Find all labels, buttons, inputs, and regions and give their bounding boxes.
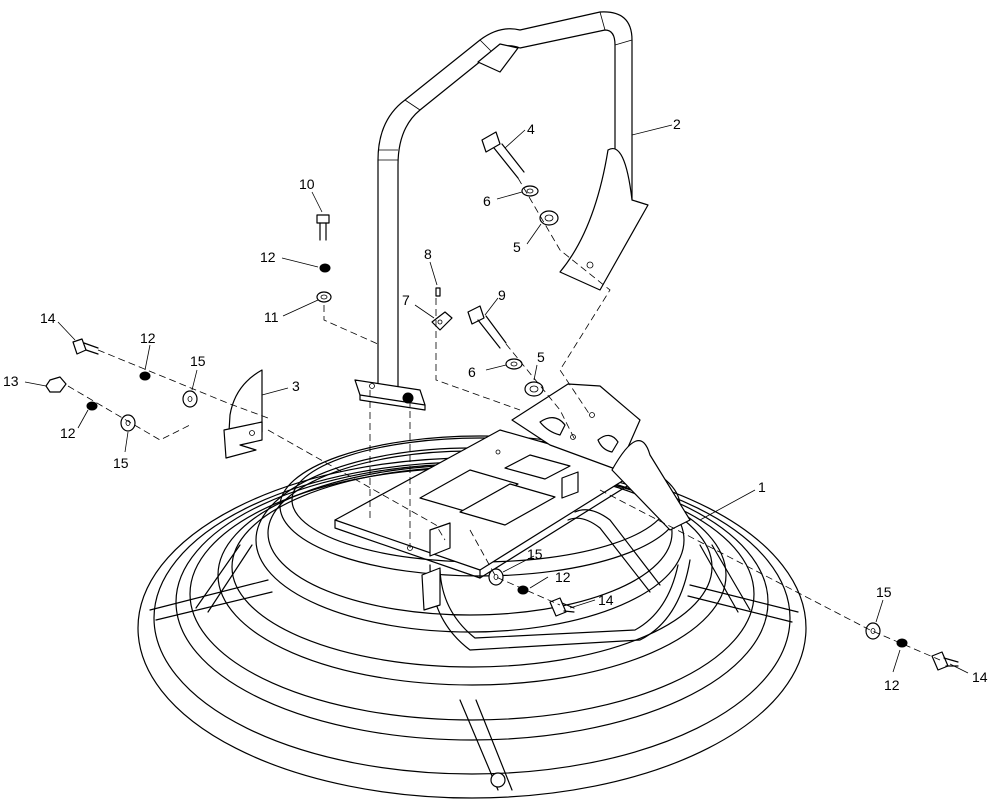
callout-7: 7 bbox=[402, 292, 410, 308]
callout-9: 9 bbox=[498, 287, 506, 303]
leader-lines bbox=[24, 124, 969, 674]
callout-13: 13 bbox=[3, 373, 19, 389]
roll-bar-handle bbox=[354, 11, 649, 411]
callout-15-left-lower: 15 bbox=[113, 455, 129, 471]
callout-8: 8 bbox=[424, 246, 432, 262]
callout-12-center: 12 bbox=[555, 569, 571, 585]
assembly-lines bbox=[67, 177, 941, 661]
callout-12-top: 12 bbox=[260, 249, 276, 265]
callout-6-upper: 6 bbox=[483, 193, 491, 209]
callout-5-lower: 5 bbox=[537, 349, 545, 365]
side-bracket bbox=[223, 369, 263, 459]
callout-12-right: 12 bbox=[884, 677, 900, 693]
mounting-plate bbox=[334, 383, 691, 579]
callout-15-right: 15 bbox=[876, 584, 892, 600]
callout-14-center: 14 bbox=[598, 592, 614, 608]
callout-5-upper: 5 bbox=[513, 239, 521, 255]
callout-15-center: 15 bbox=[527, 546, 543, 562]
callout-1: 1 bbox=[758, 479, 766, 495]
callout-12-left-upper: 12 bbox=[140, 330, 156, 346]
callout-14-left: 14 bbox=[40, 310, 56, 326]
callout-2: 2 bbox=[673, 116, 681, 132]
callout-10: 10 bbox=[299, 176, 315, 192]
callout-4: 4 bbox=[527, 121, 535, 137]
callout-14-right: 14 bbox=[972, 669, 988, 685]
callout-12-left-lower: 12 bbox=[60, 425, 76, 441]
callout-15-left-upper: 15 bbox=[190, 353, 206, 369]
callout-3: 3 bbox=[292, 378, 300, 394]
callout-6-lower: 6 bbox=[468, 364, 476, 380]
hardware bbox=[45, 131, 959, 671]
callout-labels: 1 2 3 4 5 5 6 6 7 8 9 10 11 12 12 12 12 … bbox=[3, 116, 988, 693]
callout-11: 11 bbox=[264, 309, 279, 325]
